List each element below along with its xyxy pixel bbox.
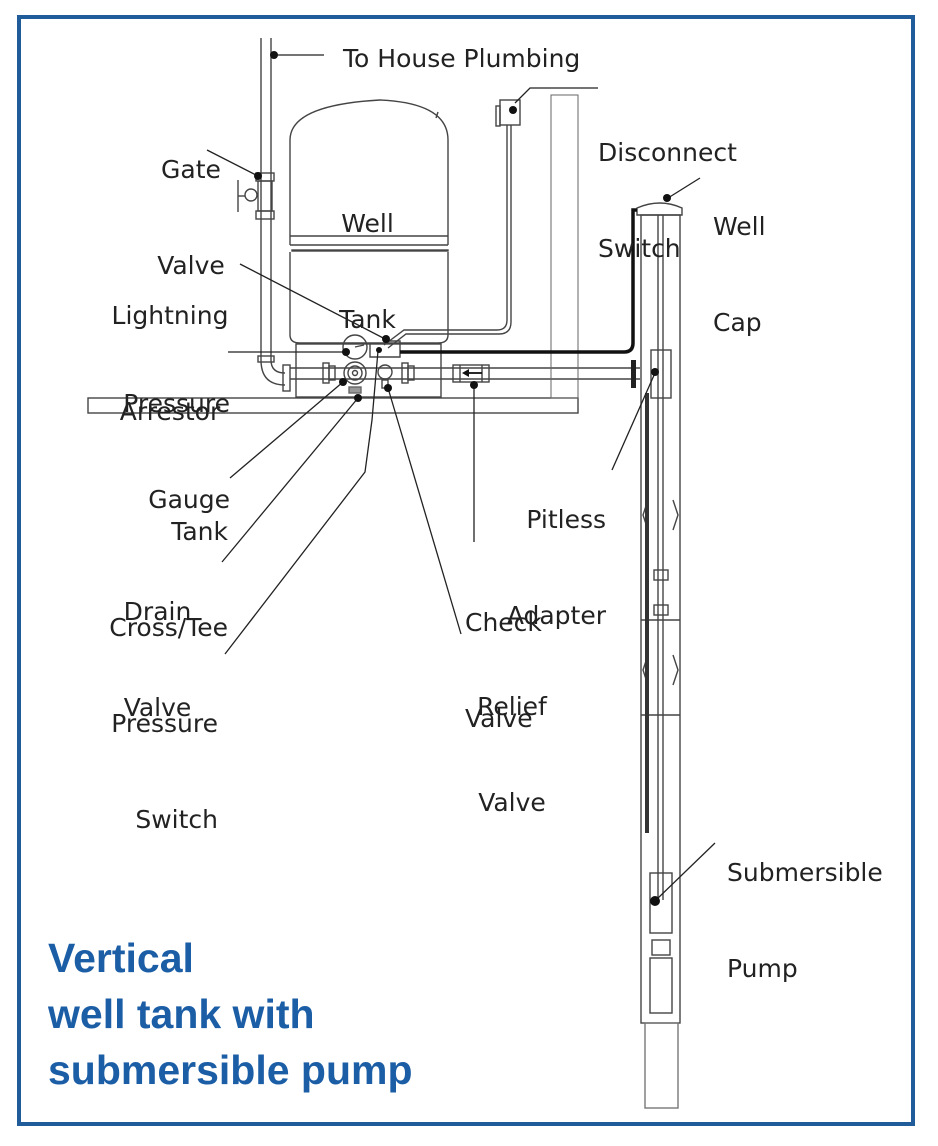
floor-slab	[87, 397, 579, 414]
label-check-valve: Check Valve	[465, 608, 542, 733]
label-submersible-pump: Submersible Pump	[727, 858, 883, 983]
label-well-cap: Well Cap	[713, 212, 766, 337]
submersible-pump-icon	[649, 872, 673, 1014]
label-pitless-adapter: Pitless Adapter	[506, 505, 606, 630]
pressure-gauge-icon	[342, 334, 368, 360]
label-pressure-switch: Pressure Switch	[111, 709, 218, 834]
label-relief-valve: Relief Valve	[477, 692, 547, 817]
pressure-switch-icon	[369, 340, 401, 358]
label-tank-cross-tee: Tank Cross/Tee	[109, 517, 228, 642]
label-well-tank: Well Tank	[339, 209, 396, 334]
well-tank-icon	[289, 99, 449, 344]
pipe-union-left	[322, 362, 336, 384]
pipe-union-right	[401, 362, 415, 384]
label-to-house-plumbing: To House Plumbing	[343, 44, 581, 73]
label-disconnect-switch: Disconnect Switch	[598, 138, 737, 263]
leader-lines	[206, 54, 716, 901]
gate-valve-icon	[237, 172, 275, 220]
main-pipe	[290, 367, 640, 380]
drain-valve-icon	[348, 386, 362, 394]
diagram-frame	[17, 15, 915, 1126]
label-gate-valve: Gate Valve	[157, 155, 225, 280]
tank-cross-icon	[343, 361, 367, 385]
foundation-wall	[550, 94, 579, 399]
house-plumbing-pipe	[257, 38, 291, 392]
label-drain-valve: Drain Valve	[123, 597, 192, 722]
label-pressure-gauge: Pressure Gauge	[123, 389, 230, 514]
label-lightning-arrestor: Lightning Arrestor	[111, 301, 229, 426]
well-screen	[644, 1022, 679, 1109]
drop-cable	[645, 393, 649, 833]
disconnect-switch-icon	[383, 99, 521, 349]
pitless-flange	[631, 360, 636, 388]
tank-stand	[295, 343, 442, 398]
diagram-title: Vertical well tank with submersible pump	[48, 935, 413, 1093]
electrical-wire	[400, 208, 637, 354]
callout-dots	[254, 51, 671, 906]
relief-valve-icon	[377, 364, 393, 380]
